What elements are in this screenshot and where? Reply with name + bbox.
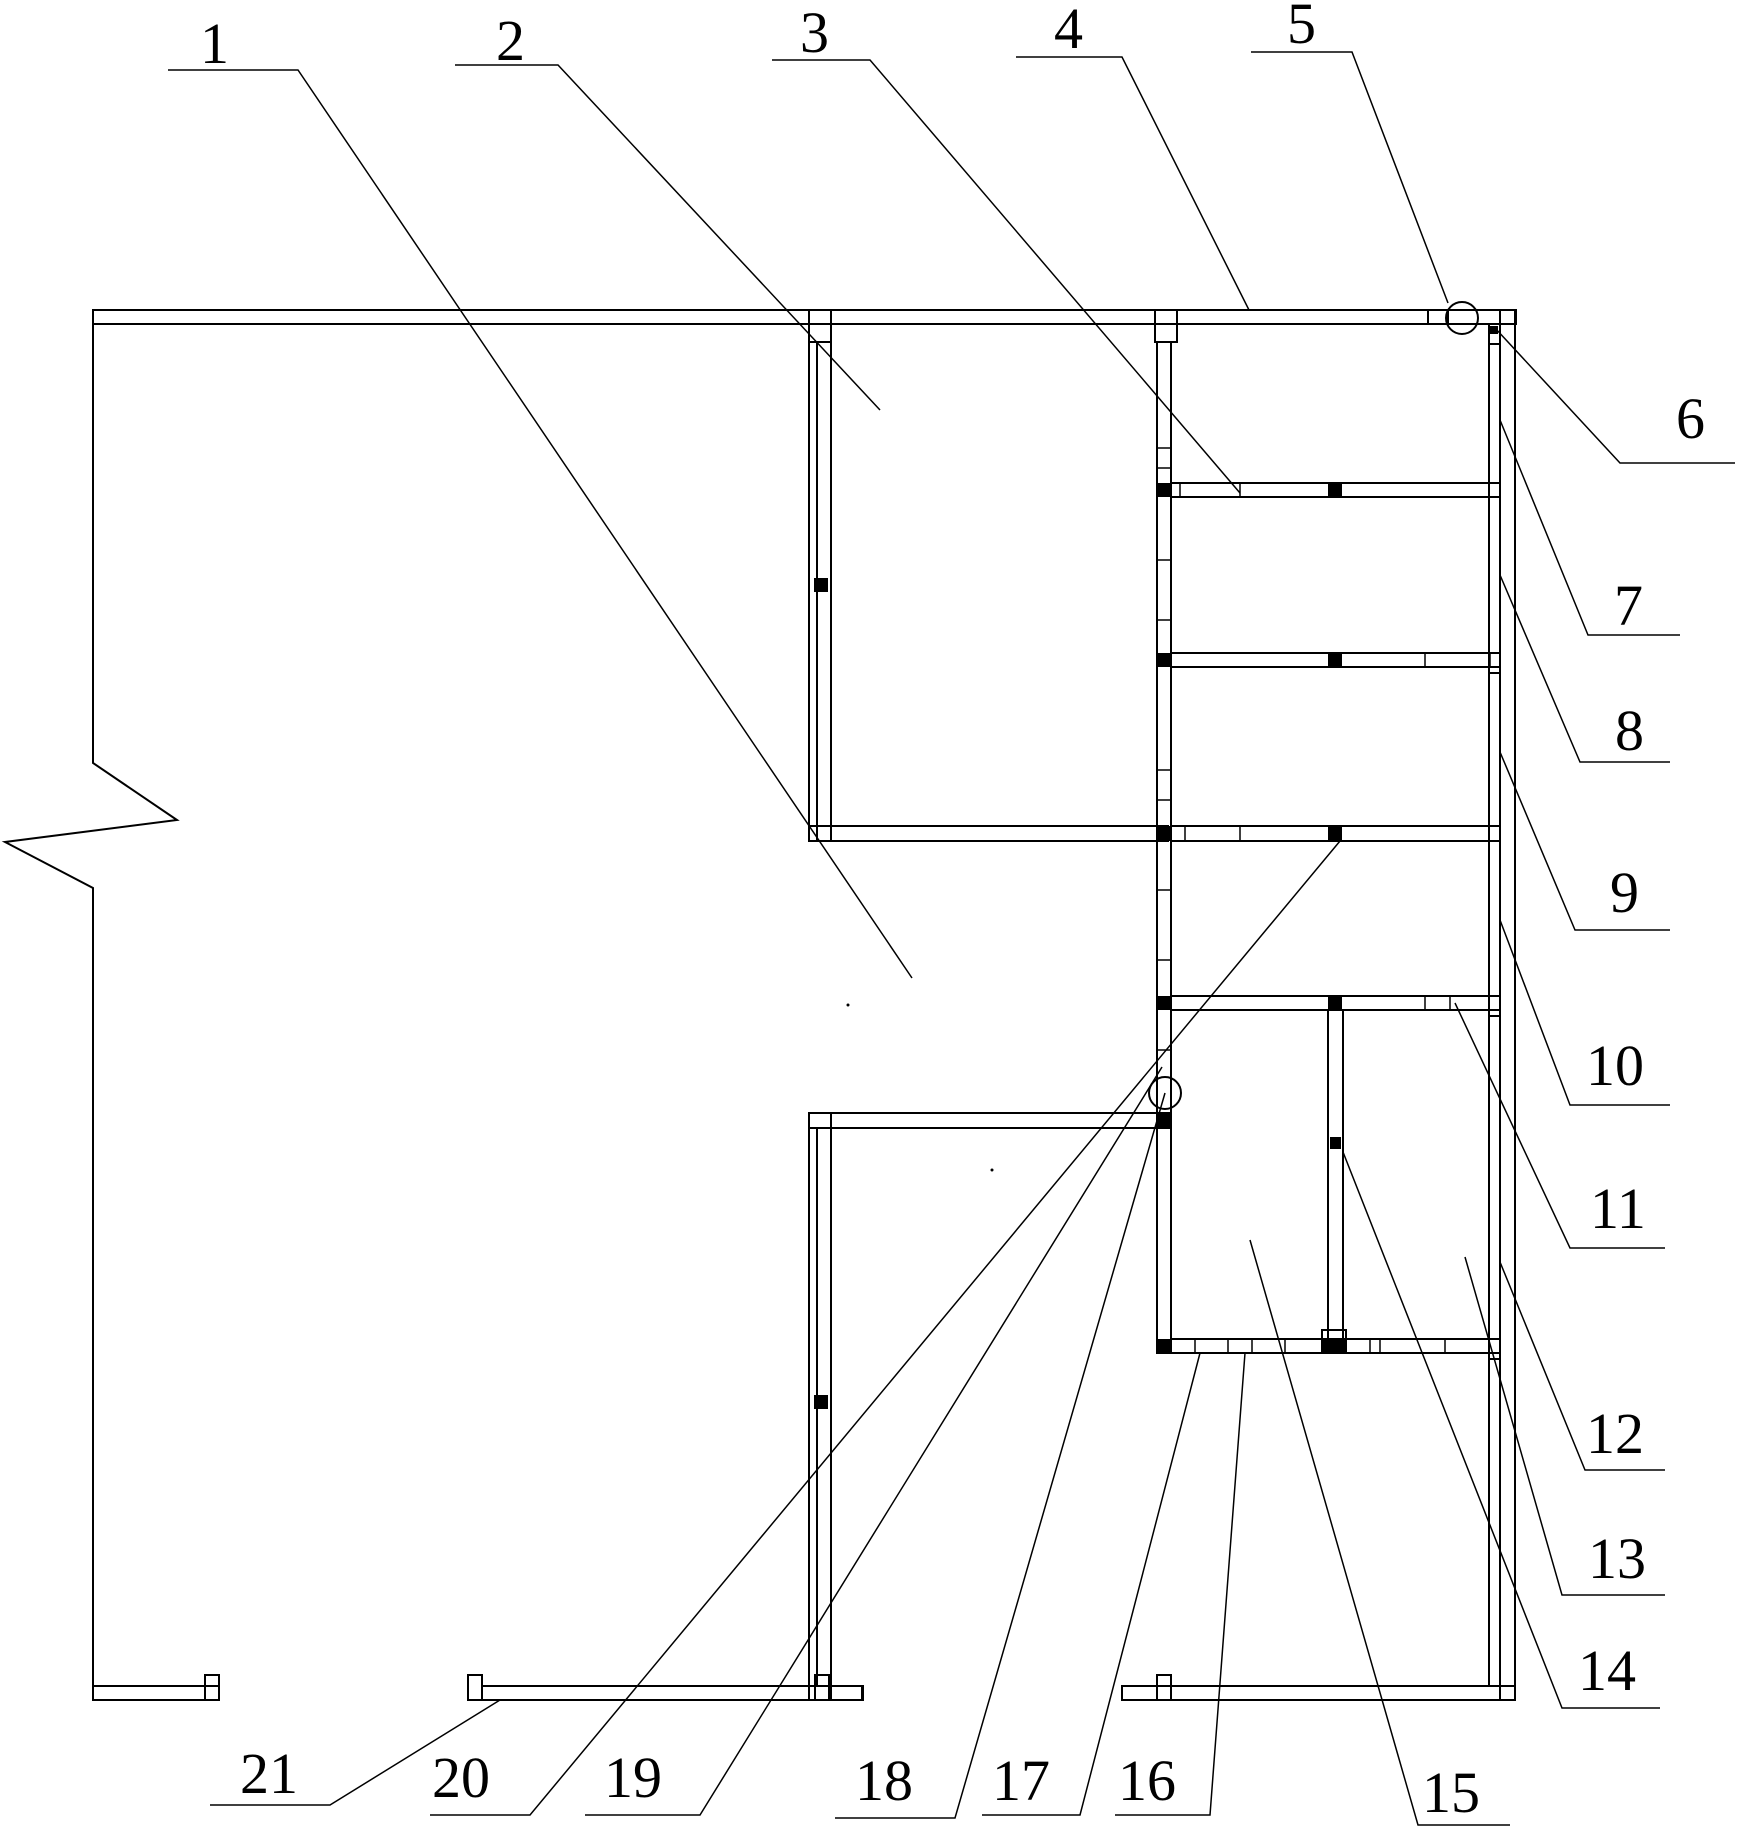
sub-column [1321, 1009, 1347, 1354]
leader-lines [168, 51, 1735, 1826]
label-9: 9 [1610, 860, 1639, 925]
horizontal-partitions [1170, 482, 1501, 1354]
label-13: 13 [1588, 1526, 1646, 1591]
label-19: 19 [604, 1745, 662, 1810]
label-16: 16 [1118, 1748, 1176, 1813]
label-10: 10 [1586, 1033, 1644, 1098]
label-11: 11 [1590, 1176, 1646, 1241]
right-inner-column [1488, 323, 1501, 1687]
corner-details [1148, 301, 1498, 1110]
upper-left-partition [808, 309, 1169, 842]
label-4: 4 [1054, 0, 1083, 61]
label-14: 14 [1578, 1638, 1636, 1703]
label-12: 12 [1586, 1401, 1644, 1466]
joint-markers [1157, 483, 1346, 1353]
label-18: 18 [855, 1748, 913, 1813]
label-2: 2 [496, 8, 525, 73]
label-17: 17 [992, 1748, 1050, 1813]
label-7: 7 [1614, 573, 1643, 638]
label-21: 21 [240, 1741, 298, 1806]
callout-labels: 1 2 3 4 5 6 7 8 9 10 11 12 13 14 15 16 1… [200, 0, 1705, 1825]
label-6: 6 [1676, 386, 1705, 451]
lower-left-partition [808, 1112, 1170, 1701]
label-5: 5 [1287, 0, 1316, 56]
label-3: 3 [800, 0, 829, 65]
label-8: 8 [1615, 698, 1644, 763]
stray-dots [846, 1003, 994, 1172]
outer-wall [1, 309, 1517, 1701]
label-20: 20 [432, 1745, 490, 1810]
label-1: 1 [200, 11, 229, 76]
label-15: 15 [1422, 1760, 1480, 1825]
bottom-wall-segments [92, 1674, 1516, 1701]
